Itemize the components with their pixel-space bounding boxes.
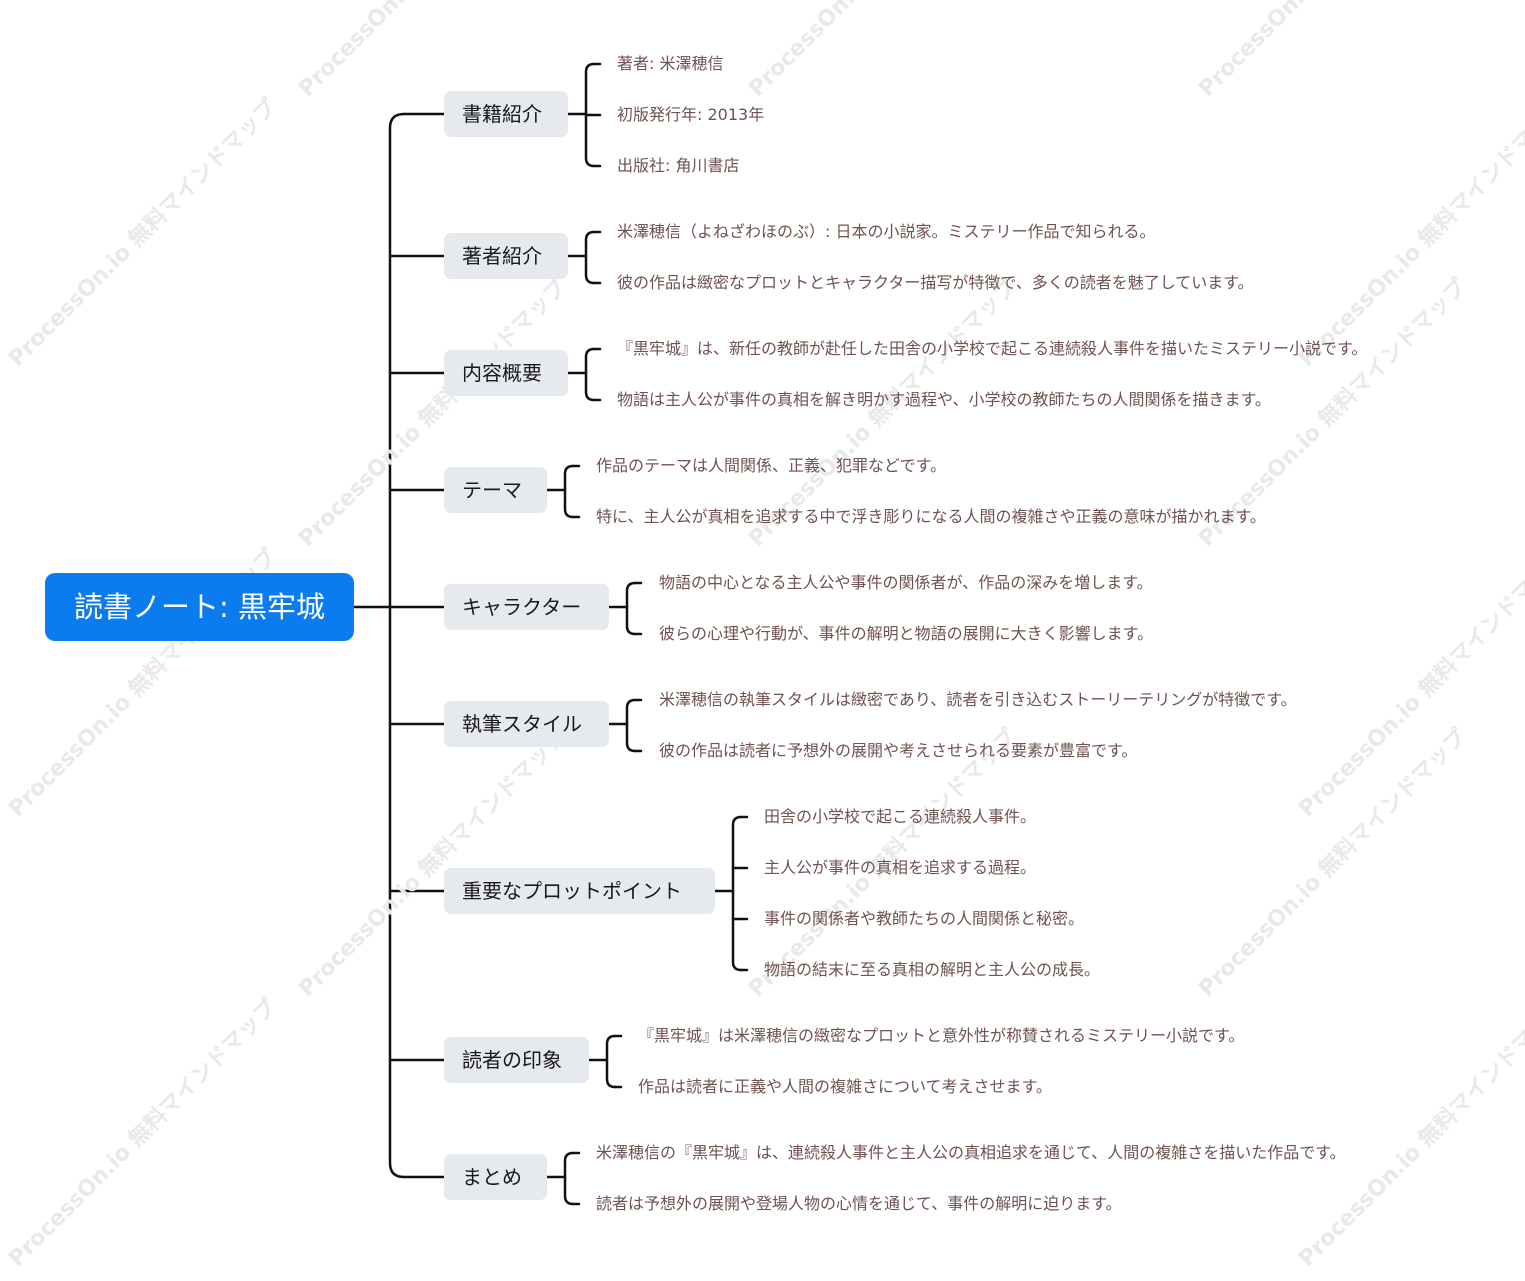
connector-line	[563, 464, 575, 519]
connector-line	[625, 581, 637, 636]
list-item[interactable]: 事件の関係者や教師たちの人間関係と秘密。	[764, 909, 1085, 928]
connector-line	[584, 347, 596, 402]
connector-line	[584, 230, 596, 285]
branch-summary[interactable]: まとめ	[444, 1154, 547, 1200]
list-item[interactable]: 米澤穂信の『黒牢城』は、連続殺人事件と主人公の真相追求を通じて、人間の複雑さを描…	[596, 1143, 1346, 1162]
list-item[interactable]: 彼らの心理や行動が、事件の解明と物語の展開に大きく影響します。	[659, 624, 1154, 643]
list-item[interactable]: 物語の結末に至る真相の解明と主人公の成長。	[764, 960, 1101, 979]
list-item[interactable]: 主人公が事件の真相を追求する過程。	[764, 858, 1037, 877]
list-item[interactable]: 彼の作品は緻密なプロットとキャラクター描写が特徴で、多くの読者を魅了しています。	[617, 273, 1254, 292]
branch-writing-style[interactable]: 執筆スタイル	[444, 701, 609, 747]
list-item[interactable]: 『黒牢城』は米澤穂信の緻密なプロットと意外性が称賛されるミステリー小説です。	[638, 1026, 1245, 1045]
list-item[interactable]: 彼の作品は読者に予想外の展開や考えさせられる要素が豊富です。	[659, 741, 1138, 760]
leaf-publisher[interactable]: 出版社: 角川書店	[617, 156, 740, 175]
branch-content-summary[interactable]: 内容概要	[444, 350, 568, 396]
branch-plot-points[interactable]: 重要なプロットポイント	[444, 868, 715, 914]
list-item[interactable]: 田舎の小学校で起こる連続殺人事件。	[764, 807, 1037, 826]
connector-line	[563, 1151, 575, 1206]
list-item[interactable]: 特に、主人公が真相を追求する中で浮き彫りになる人間の複雑さや正義の意味が描かれま…	[596, 507, 1266, 526]
branch-reader-impressions[interactable]: 読者の印象	[444, 1037, 589, 1083]
connector-line	[625, 698, 637, 753]
list-item[interactable]: 作品のテーマは人間関係、正義、犯罪などです。	[596, 456, 947, 475]
leaf-first-published[interactable]: 初版発行年: 2013年	[617, 105, 765, 124]
list-item[interactable]: 作品は読者に正義や人間の複雑さについて考えさせます。	[638, 1077, 1052, 1096]
connector-line	[388, 112, 406, 1179]
list-item[interactable]: 物語の中心となる主人公や事件の関係者が、作品の深みを増します。	[659, 573, 1153, 592]
connector-line	[605, 1034, 617, 1089]
branch-theme[interactable]: テーマ	[444, 467, 547, 513]
branch-characters[interactable]: キャラクター	[444, 584, 609, 630]
branch-book-intro[interactable]: 書籍紹介	[444, 91, 568, 137]
list-item[interactable]: 『黒牢城』は、新任の教師が赴任した田舎の小学校で起こる連続殺人事件を描いたミステ…	[617, 339, 1368, 358]
branch-author-intro[interactable]: 著者紹介	[444, 233, 568, 279]
list-item[interactable]: 米澤穂信の執筆スタイルは緻密であり、読者を引き込むストーリーテリングが特徴です。	[659, 690, 1297, 709]
list-item[interactable]: 読者は予想外の展開や登場人物の心情を通じて、事件の解明に迫ります。	[596, 1194, 1122, 1213]
connector-line	[731, 815, 743, 972]
list-item[interactable]: 米澤穂信（よねざわほのぶ）: 日本の小説家。ミステリー作品で知られる。	[617, 222, 1156, 241]
root-topic[interactable]: 読書ノート: 黒牢城	[45, 573, 354, 641]
leaf-author[interactable]: 著者: 米澤穂信	[617, 54, 724, 73]
list-item[interactable]: 物語は主人公が事件の真相を解き明かす過程や、小学校の教師たちの人間関係を描きます…	[617, 390, 1271, 409]
